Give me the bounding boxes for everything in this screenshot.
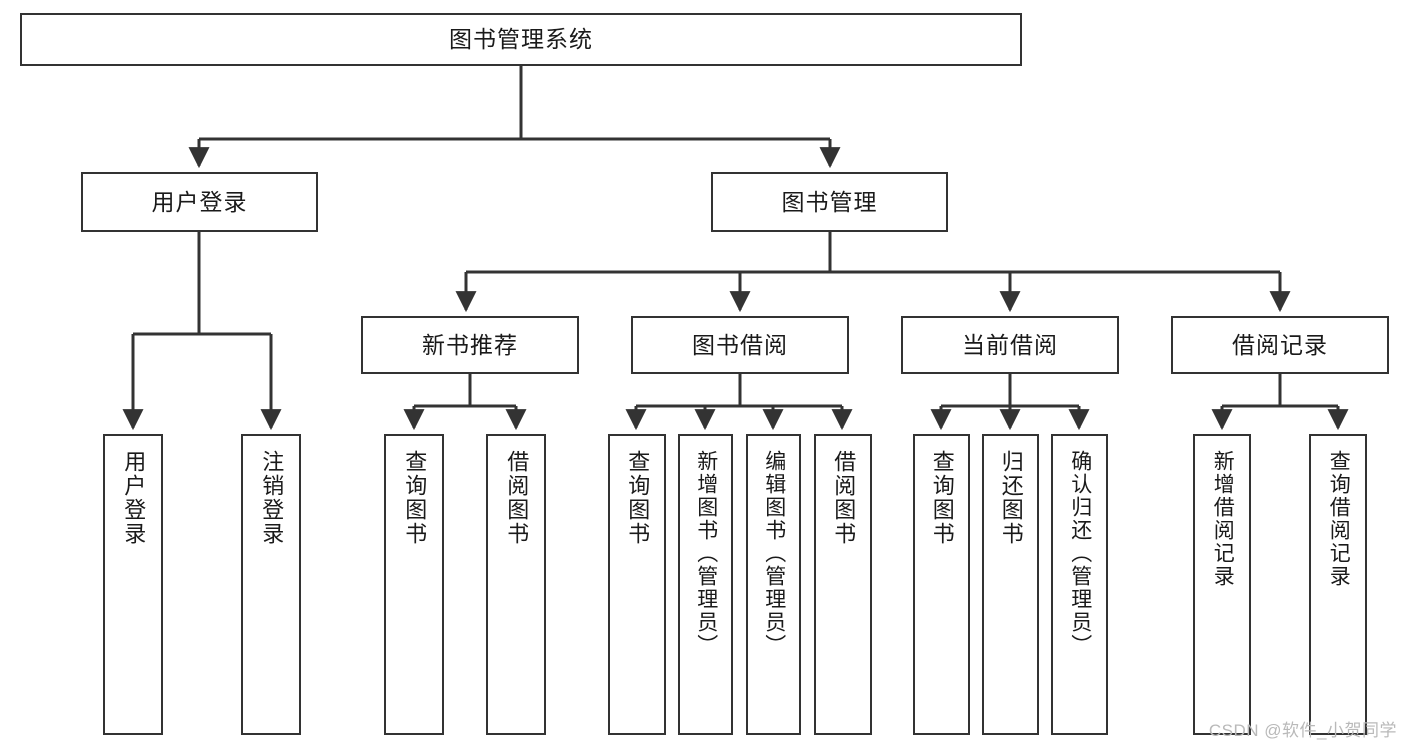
leaf-logout[interactable]: 注销登录	[241, 434, 301, 735]
node-book-borrow[interactable]: 图书借阅	[631, 316, 849, 374]
watermark: CSDN @软件_小贺同学	[1208, 721, 1397, 740]
node-user-login-label: 用户登录	[151, 188, 248, 215]
leaf-edit-book-admin[interactable]: 编辑图书（管理员）	[746, 434, 801, 735]
leaf-add-book-admin[interactable]: 新增图书（管理员）	[678, 434, 733, 735]
leaf-borrow-book-recommend[interactable]: 借阅图书	[486, 434, 546, 735]
leaf-add-borrow-record[interactable]: 新增借阅记录	[1193, 434, 1251, 735]
leaf-confirm-return-admin-label: 确认归还（管理员）	[1068, 450, 1092, 657]
node-borrow-records-label: 借阅记录	[1232, 331, 1328, 358]
node-current-borrow-label: 当前借阅	[962, 331, 1058, 358]
node-borrow-records[interactable]: 借阅记录	[1171, 316, 1389, 374]
leaf-logout-label: 注销登录	[259, 450, 285, 546]
leaf-borrow-book-borrow[interactable]: 借阅图书	[814, 434, 872, 735]
leaf-add-book-admin-label: 新增图书（管理员）	[694, 450, 718, 657]
leaf-query-book-borrow[interactable]: 查询图书	[608, 434, 666, 735]
leaf-query-book-current[interactable]: 查询图书	[913, 434, 970, 735]
leaf-edit-book-admin-label: 编辑图书（管理员）	[762, 450, 786, 657]
leaf-add-borrow-record-label: 新增借阅记录	[1211, 450, 1235, 588]
leaf-query-book-recommend[interactable]: 查询图书	[384, 434, 444, 735]
leaf-user-login[interactable]: 用户登录	[103, 434, 163, 735]
leaf-confirm-return-admin[interactable]: 确认归还（管理员）	[1051, 434, 1108, 735]
node-new-book-recommend-label: 新书推荐	[422, 331, 518, 358]
leaf-query-borrow-record[interactable]: 查询借阅记录	[1309, 434, 1367, 735]
node-current-borrow[interactable]: 当前借阅	[901, 316, 1119, 374]
leaf-borrow-book-recommend-label: 借阅图书	[504, 450, 530, 546]
leaf-return-book[interactable]: 归还图书	[982, 434, 1039, 735]
node-book-management[interactable]: 图书管理	[711, 172, 948, 232]
node-user-login[interactable]: 用户登录	[81, 172, 318, 232]
node-new-book-recommend[interactable]: 新书推荐	[361, 316, 579, 374]
leaf-query-borrow-record-label: 查询借阅记录	[1327, 450, 1351, 588]
leaf-query-book-recommend-label: 查询图书	[402, 450, 428, 546]
node-book-management-label: 图书管理	[781, 188, 878, 215]
node-root-label: 图书管理系统	[449, 26, 593, 53]
node-book-borrow-label: 图书借阅	[692, 331, 788, 358]
node-root[interactable]: 图书管理系统	[20, 13, 1022, 66]
leaf-user-login-label: 用户登录	[121, 450, 147, 546]
leaf-query-book-borrow-label: 查询图书	[625, 450, 651, 546]
leaf-query-book-current-label: 查询图书	[929, 450, 955, 546]
leaf-return-book-label: 归还图书	[998, 450, 1024, 546]
leaf-borrow-book-borrow-label: 借阅图书	[831, 450, 857, 546]
